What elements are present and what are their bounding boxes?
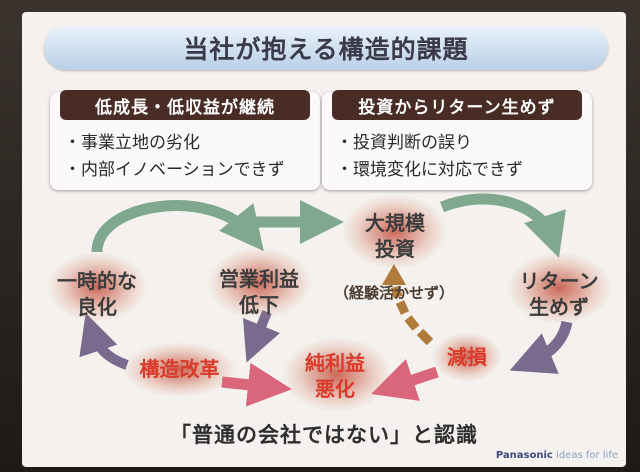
node-one-time-improvement: 一時的な 良化 — [57, 269, 137, 319]
left-issue-list: 事業立地の劣化 内部イノベーションできず — [64, 130, 312, 184]
list-item: 環境変化に対応できず — [336, 157, 584, 184]
logo-tagline: ideas for life — [556, 450, 618, 461]
left-issue-heading: 低成長・低収益が継続 — [60, 90, 310, 120]
glow — [282, 337, 392, 412]
node-restructuring: 構造改革 — [139, 357, 220, 381]
dashed-arrow-head — [382, 264, 406, 285]
logo-brand: Panasonic — [495, 450, 553, 461]
experience-note: （経験活かせず） — [334, 284, 455, 302]
list-item: 事業立地の劣化 — [64, 130, 312, 157]
right-issue-heading: 投資からリターン生めず — [332, 90, 582, 120]
glow — [122, 342, 237, 397]
arrow-one-time-to-op-profit — [91, 200, 264, 253]
glow — [207, 247, 312, 319]
slide-title: 当社が抱える構造的課題 — [183, 35, 469, 64]
right-issue-box: 投資からリターン生めず 投資判断の誤り 環境変化に対応できず — [322, 90, 592, 190]
panasonic-logo: Panasonic ideas for life — [496, 450, 618, 461]
glow — [507, 252, 612, 324]
right-issue-list: 投資判断の誤り 環境変化に対応できず — [336, 130, 584, 184]
left-issue-box: 低成長・低収益が継続 事業立地の劣化 内部イノベーションできず — [50, 90, 320, 190]
node-op-profit-decline: 営業利益 低下 — [219, 267, 299, 317]
node-large-investment: 大規模 投資 — [365, 211, 425, 261]
glow — [432, 332, 502, 382]
node-net-profit-worsening: 純利益 悪化 — [305, 351, 365, 401]
arrow-return-to-impairment — [509, 320, 573, 374]
arrow-invest-to-return — [439, 193, 566, 258]
glow — [47, 252, 147, 322]
arrow-restructure-to-net-profit — [221, 362, 292, 407]
node-no-return: リターン 生めず — [519, 269, 599, 319]
arrow-impairment-to-net-profit — [371, 359, 439, 401]
slide-title-bar: 当社が抱える構造的課題 — [44, 26, 608, 70]
glow — [342, 194, 447, 269]
dashed-arrow-impairment-to-invest — [390, 285, 434, 346]
node-impairment: 減損 — [447, 345, 487, 369]
conclusion-text: 「普通の会社ではない」と認識 — [170, 423, 478, 447]
list-item: 投資判断の誤り — [336, 130, 584, 157]
list-item: 内部イノベーションできず — [64, 157, 312, 184]
slide: 当社が抱える構造的課題 低成長・低収益が継続 事業立地の劣化 内部イノベーション… — [22, 12, 626, 467]
vicious-cycle-diagram: 一時的な 良化 営業利益 低下 大規模 投資 リターン 生めず 減損 純利益 悪… — [22, 182, 626, 412]
